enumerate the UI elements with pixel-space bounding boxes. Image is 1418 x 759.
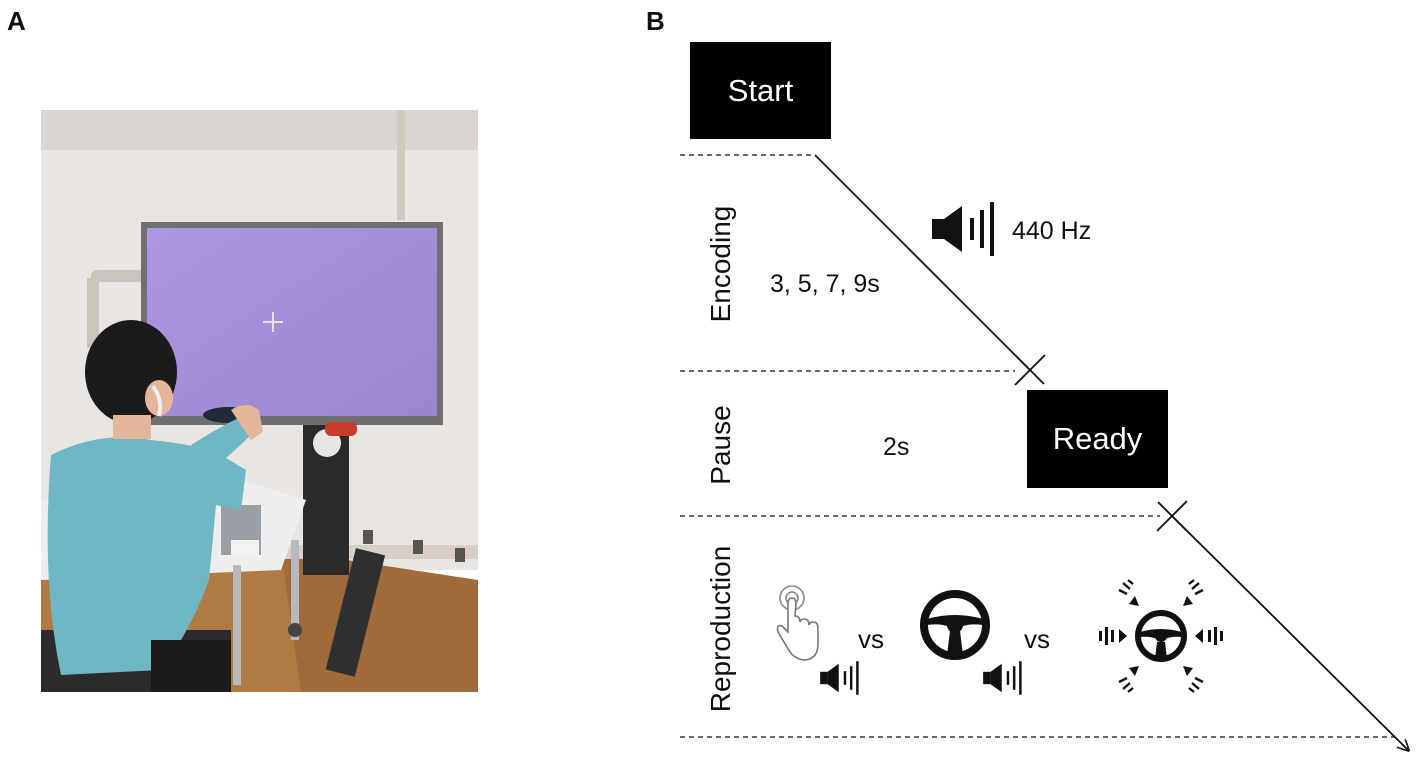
panel-a-label: A [7,6,26,36]
steering-wheel-icon [919,589,991,666]
vs-separator-2: vs [1024,624,1050,654]
panel-b-label: B [646,6,665,36]
phase-label-encoding: Encoding [705,205,736,323]
experiment-photo [41,110,478,692]
touch-condition-speaker-icon [818,660,862,701]
phase-label-reproduction: Reproduction [705,545,736,713]
stimulus-frequency: 440 Hz [1012,217,1092,245]
pause-duration: 2s [883,433,910,461]
phase-label-pause: Pause [705,405,736,485]
vs-separator-1: vs [858,624,884,654]
ready-screen-box: Ready [1027,390,1168,488]
ready-label: Ready [1052,421,1143,456]
encoding-duration: 3, 5, 7, 9s [770,270,880,298]
speaker-icon [930,200,998,263]
start-screen-box: Start [690,42,831,139]
hand-pointer-icon [772,584,824,669]
start-label: Start [727,72,794,108]
vibrating-steering-wheel-icon [1099,579,1223,698]
wheel-condition-speaker-icon [981,660,1025,701]
